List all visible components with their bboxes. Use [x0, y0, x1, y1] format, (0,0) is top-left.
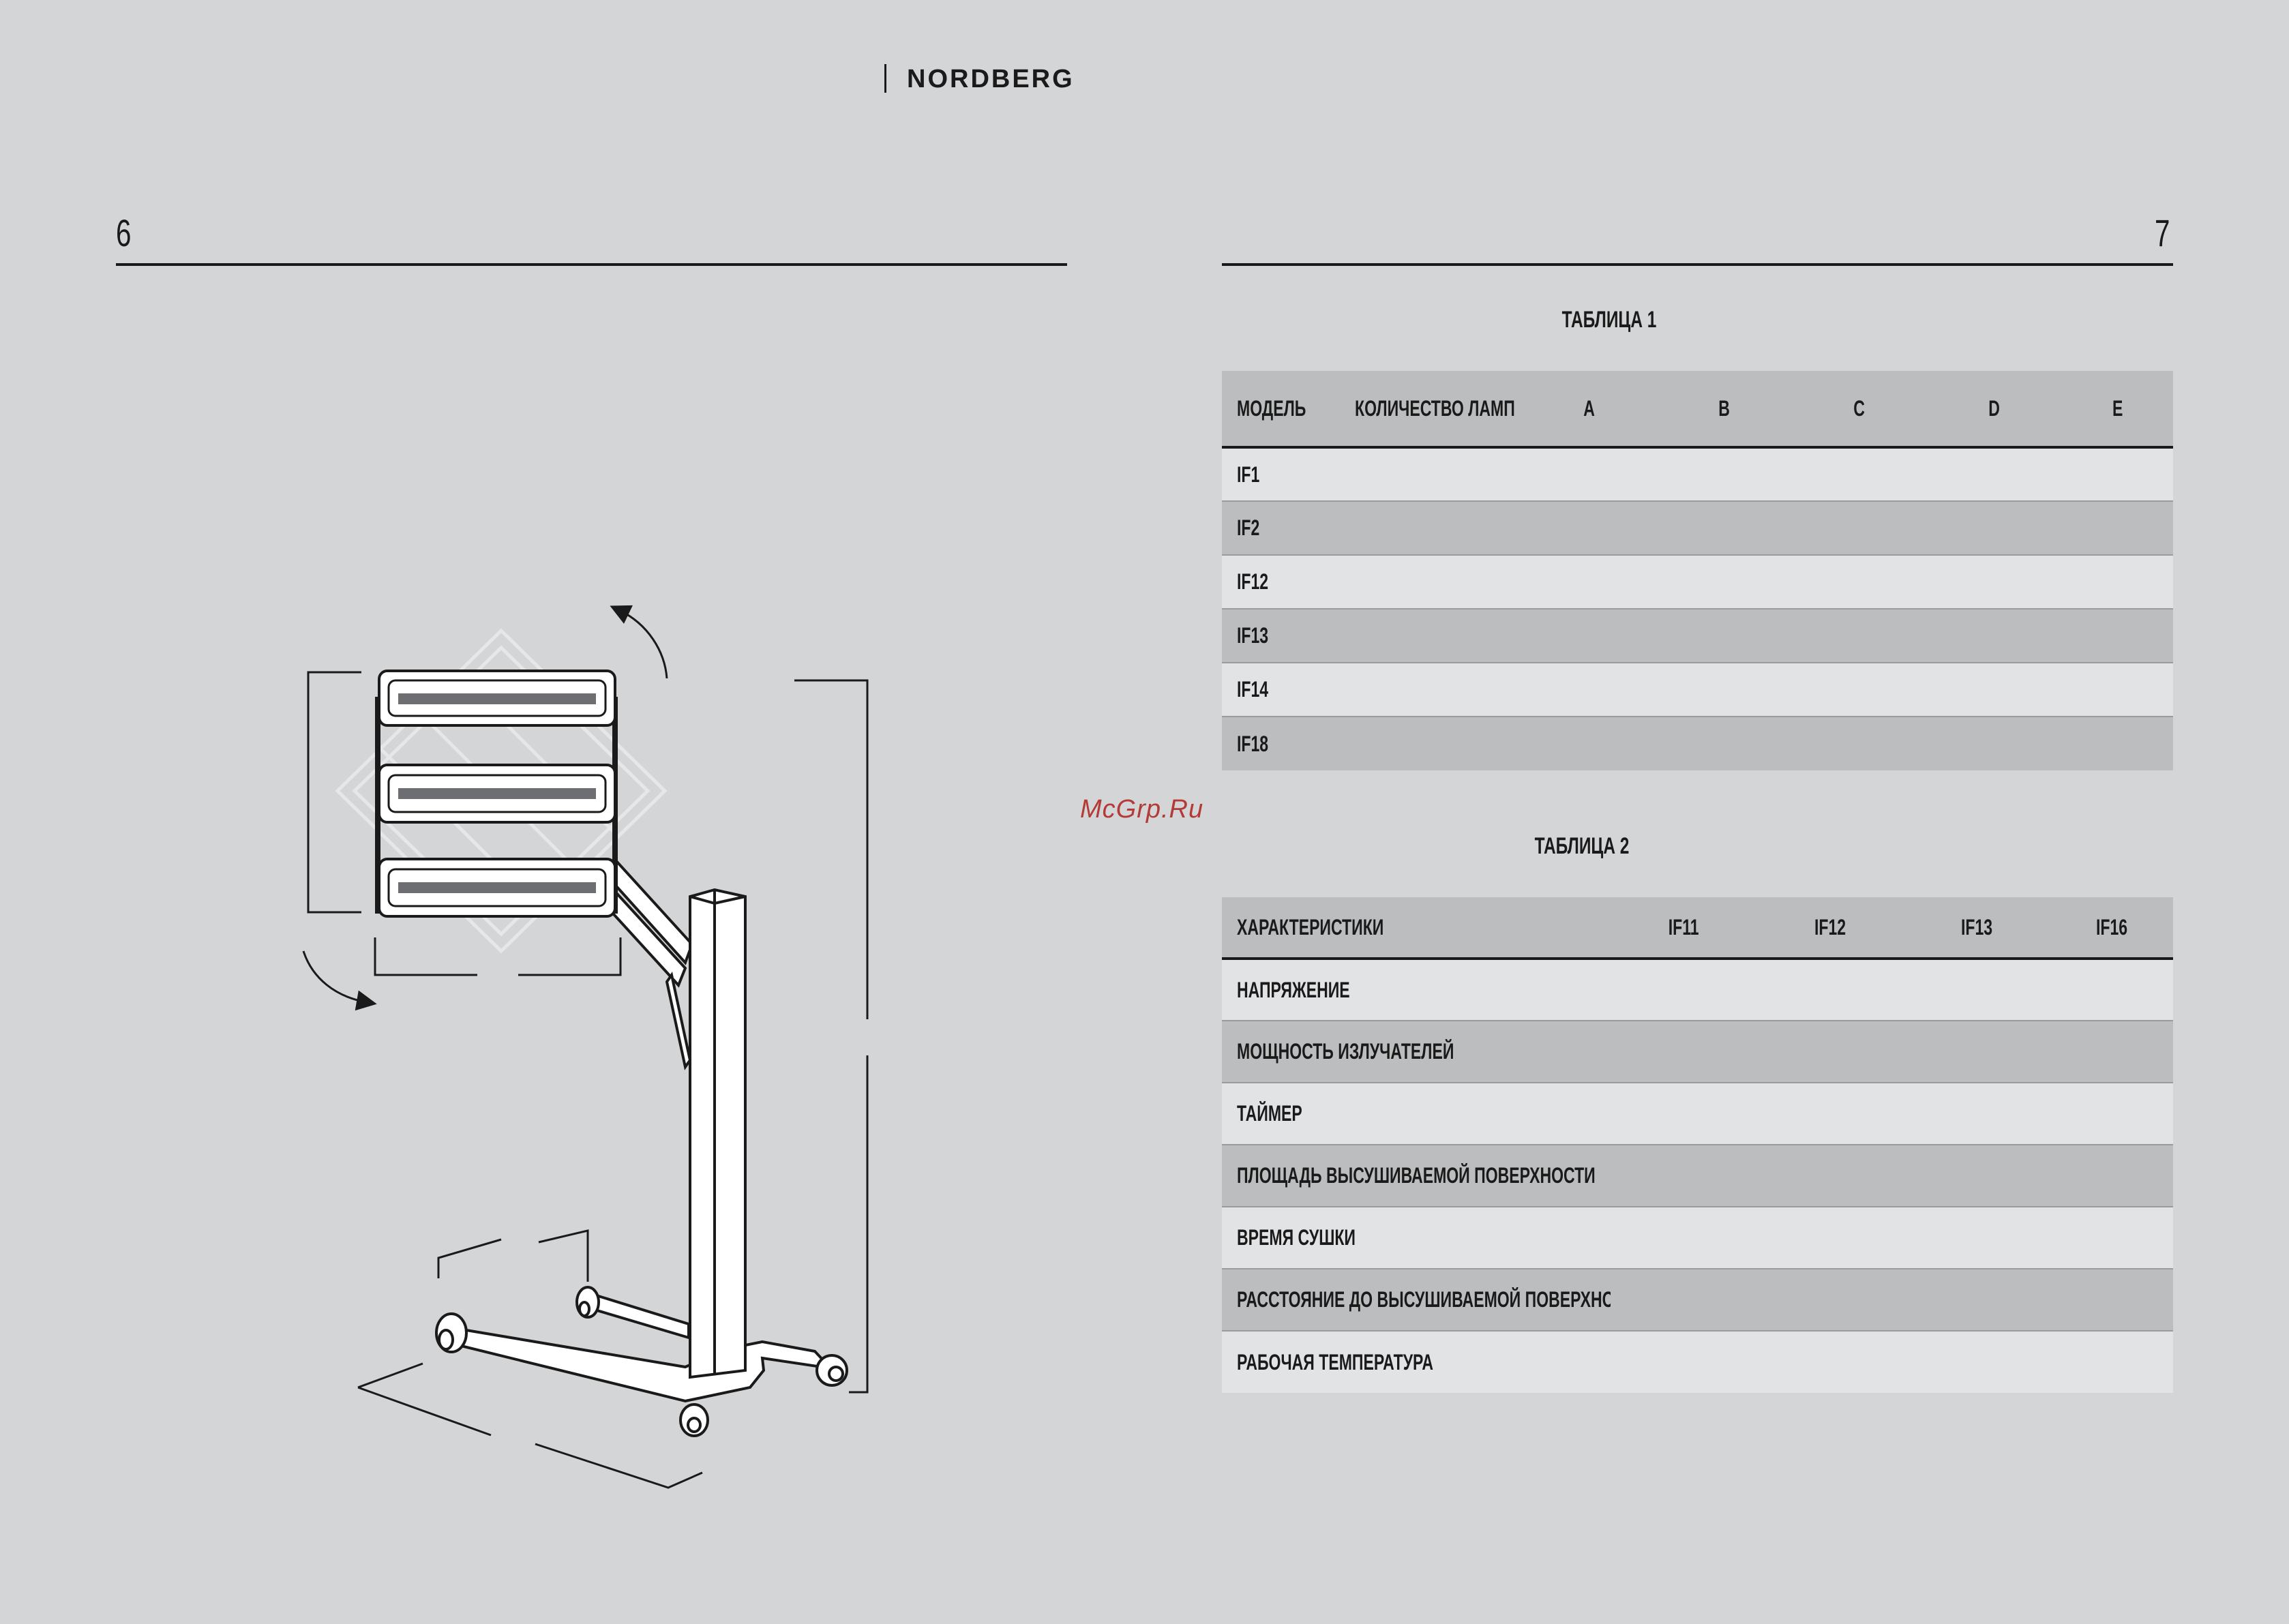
table-row: ВРЕМЯ СУШКИ [1222, 1207, 2173, 1269]
infrared-dryer-illustration [302, 605, 869, 1489]
table2-header-cell: IF13 [1904, 897, 2050, 959]
left-page-rule [116, 263, 1067, 266]
table1-model-cell: IF2 [1222, 501, 1340, 556]
lamp-head [375, 670, 618, 918]
table1-header-cell: B [1657, 371, 1792, 447]
right-page-rule [1222, 263, 2173, 266]
table1-model-cell: IF1 [1222, 447, 1340, 502]
caster-wheel-front-right [679, 1403, 709, 1437]
table2-spec-cell: МОЩНОСТЬ ИЗЛУЧАТЕЛЕЙ [1222, 1021, 1611, 1083]
table2-header-row: ХАРАКТЕРИСТИКИ IF11 IF12 IF13 IF16 [1222, 897, 2173, 959]
dimension-lines [307, 671, 869, 1489]
table-row: IF18 [1222, 717, 2173, 770]
table1-header-cell: A [1522, 371, 1657, 447]
table1-model-cell: IF12 [1222, 555, 1340, 610]
table-row: РАССТОЯНИЕ ДО ВЫСУШИВАЕМОЙ ПОВЕРХНОСТИ [1222, 1269, 2173, 1332]
table2-spec-cell: РАССТОЯНИЕ ДО ВЫСУШИВАЕМОЙ ПОВЕРХНОСТИ [1222, 1269, 1611, 1332]
page-number-right: 7 [2155, 211, 2170, 254]
table2-caption: ТАБЛИЦА 2 [1534, 833, 1630, 859]
table2-spec-cell: ТАЙМЕР [1222, 1083, 1611, 1145]
page-number-left: 6 [116, 211, 132, 254]
table1-header-cell: МОДЕЛЬ [1222, 371, 1340, 447]
caster-wheels [435, 1286, 848, 1437]
table-row: IF14 [1222, 663, 2173, 717]
emitter-top [378, 670, 616, 727]
table2-spec-cell: ПЛОЩАДЬ ВЫСУШИВАЕМОЙ ПОВЕРХНОСТИ [1222, 1145, 1611, 1207]
table-row: НАПРЯЖЕНИЕ [1222, 959, 2173, 1021]
table-row: IF12 [1222, 555, 2173, 610]
table1-model-cell: IF18 [1222, 717, 1340, 770]
caster-wheel-back-right [816, 1354, 848, 1387]
table2-header-cell: IF12 [1757, 897, 1904, 959]
table-row: IF13 [1222, 609, 2173, 663]
table2: ХАРАКТЕРИСТИКИ IF11 IF12 IF13 IF16 НАПРЯ… [1222, 897, 2173, 1393]
table2-header-cell: IF16 [2050, 897, 2173, 959]
table2-header-cell: ХАРАКТЕРИСТИКИ [1222, 897, 1611, 959]
table1-caption: ТАБЛИЦА 1 [1561, 307, 1657, 333]
rotate-up-arrow-icon [610, 605, 668, 679]
table1-header-cell: C [1792, 371, 1927, 447]
table-row: IF1 [1222, 447, 2173, 502]
table-row: ТАЙМЕР [1222, 1083, 2173, 1145]
mobile-base [439, 1292, 827, 1403]
support-column [689, 888, 747, 1379]
table2-spec-cell: ВРЕМЯ СУШКИ [1222, 1207, 1611, 1269]
rotate-down-arrow-icon [302, 950, 377, 1011]
brand-logo: NORDBERG [907, 65, 1075, 93]
table1-header-cell: D [1927, 371, 2062, 447]
lamp-arm [605, 858, 694, 1070]
table-row: РАБОЧАЯ ТЕМПЕРАТУРА [1222, 1331, 2173, 1393]
caster-wheel-back-left [575, 1286, 600, 1319]
table1-header-cell: КОЛИЧЕСТВО ЛАМП [1340, 371, 1522, 447]
table2-spec-cell: НАПРЯЖЕНИЕ [1222, 959, 1611, 1021]
table1: МОДЕЛЬ КОЛИЧЕСТВО ЛАМП A B C D E IF1 IF2… [1222, 371, 2173, 770]
caster-wheel-front-left [435, 1312, 468, 1353]
emitter-middle [378, 764, 616, 824]
table1-model-cell: IF14 [1222, 663, 1340, 717]
watermark-text: McGrp.Ru [1080, 795, 1204, 824]
table-row: ПЛОЩАДЬ ВЫСУШИВАЕМОЙ ПОВЕРХНОСТИ [1222, 1145, 2173, 1207]
table1-header-cell: E [2062, 371, 2173, 447]
emitter-bottom [378, 858, 616, 918]
table2-spec-cell: РАБОЧАЯ ТЕМПЕРАТУРА [1222, 1331, 1611, 1393]
table-row: МОЩНОСТЬ ИЗЛУЧАТЕЛЕЙ [1222, 1021, 2173, 1083]
table-row: IF2 [1222, 501, 2173, 556]
table1-header-row: МОДЕЛЬ КОЛИЧЕСТВО ЛАМП A B C D E [1222, 371, 2173, 447]
table1-model-cell: IF13 [1222, 609, 1340, 663]
table2-header-cell: IF11 [1611, 897, 1757, 959]
header-divider [884, 64, 886, 93]
